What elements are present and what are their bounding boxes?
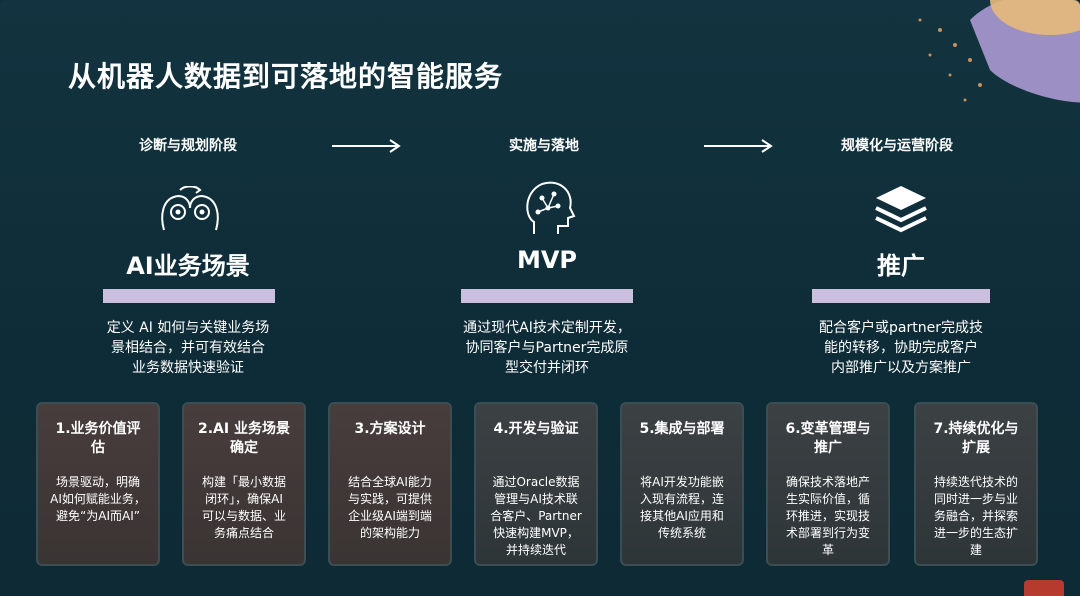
pillar-bar-3: [812, 289, 990, 303]
step-card-7: 7.持续优化与 扩展 持续迭代技术的 同时进一步与业 务融合，并探索 进一步的生…: [914, 402, 1038, 566]
step-title: 2.AI 业务场景 确定: [198, 421, 290, 456]
pillar-desc-2: 通过现代AI技术定制开发， 协同客户与Partner完成原 型交付并闭环: [463, 320, 631, 376]
step-card-1: 1.业务价值评 估 场景驱动，明确 AI如何赋能业务， 避免“为AI而AI”: [36, 402, 160, 566]
pillar-heading-1: AI业务场景: [126, 252, 250, 280]
arrow-right-icon: [332, 139, 401, 153]
step-title: 4.开发与验证: [493, 421, 579, 437]
phase-label-3: 规模化与运营阶段: [841, 138, 953, 154]
page-title: 从机器人数据到可落地的智能服务: [68, 60, 504, 93]
step-title: 6.变革管理与 推广: [785, 421, 871, 456]
pillar-bar-2: [461, 289, 633, 303]
layers-icon: [875, 186, 927, 233]
step-body: 结合全球AI能力 与实践，可提供 企业级AI端到端 的架构能力: [347, 475, 432, 540]
step-title: 5.集成与部署: [639, 421, 725, 437]
step-card-3: 3.方案设计 结合全球AI能力 与实践，可提供 企业级AI端到端 的架构能力: [328, 402, 452, 566]
brand-logo: [1024, 580, 1064, 596]
pillar-heading-3: 推广: [877, 252, 925, 280]
step-body: 构建「最小数据 闭环」，确保AI 可以与数据、业 务痛点结合: [201, 475, 286, 540]
step-body: 确保技术落地产 生实际价值，循 环推进，实现技 术部署到行为变 革: [785, 475, 870, 557]
step-card-5: 5.集成与部署 将AI开发功能嵌 入现有流程，连 接其他AI应用和 传统系统: [620, 402, 744, 566]
step-card-2: 2.AI 业务场景 确定 构建「最小数据 闭环」，确保AI 可以与数据、业 务痛…: [182, 402, 306, 566]
phase-label-1: 诊断与规划阶段: [139, 138, 237, 154]
gears-head-icon: [161, 186, 219, 231]
pillar-heading-2: MVP: [516, 246, 578, 274]
step-card-6: 6.变革管理与 推广 确保技术落地产 生实际价值，循 环推进，实现技 术部署到行…: [766, 402, 890, 566]
decorative-artwork: [918, 0, 1080, 103]
pillar-desc-3: 配合客户或partner完成技 能的转移，协助完成客户 内部推广以及方案推广: [819, 320, 983, 376]
step-body: 通过Oracle数据 管理与AI技术联 合客户、Partner 快速构建MVP，…: [490, 475, 582, 557]
step-body: 将AI开发功能嵌 入现有流程，连 接其他AI应用和 传统系统: [639, 475, 724, 540]
step-body: 持续迭代技术的 同时进一步与业 务融合，并探索 进一步的生态扩 建: [933, 475, 1018, 557]
arrow-right-icon: [704, 139, 773, 153]
step-title: 7.持续优化与 扩展: [933, 421, 1019, 456]
step-title: 1.业务价值评 估: [55, 421, 141, 456]
step-title: 3.方案设计: [354, 421, 426, 437]
pillar-bar-1: [103, 289, 275, 303]
pillar-desc-1: 定义 AI 如何与关键业务场 景相结合，并可有效结合 业务数据快速验证: [106, 320, 270, 376]
step-card-4: 4.开发与验证 通过Oracle数据 管理与AI技术联 合客户、Partner …: [474, 402, 598, 566]
ai-head-icon: [526, 181, 576, 234]
step-body: 场景驱动，明确 AI如何赋能业务， 避免“为AI而AI”: [50, 475, 146, 523]
phase-label-2: 实施与落地: [509, 138, 579, 154]
